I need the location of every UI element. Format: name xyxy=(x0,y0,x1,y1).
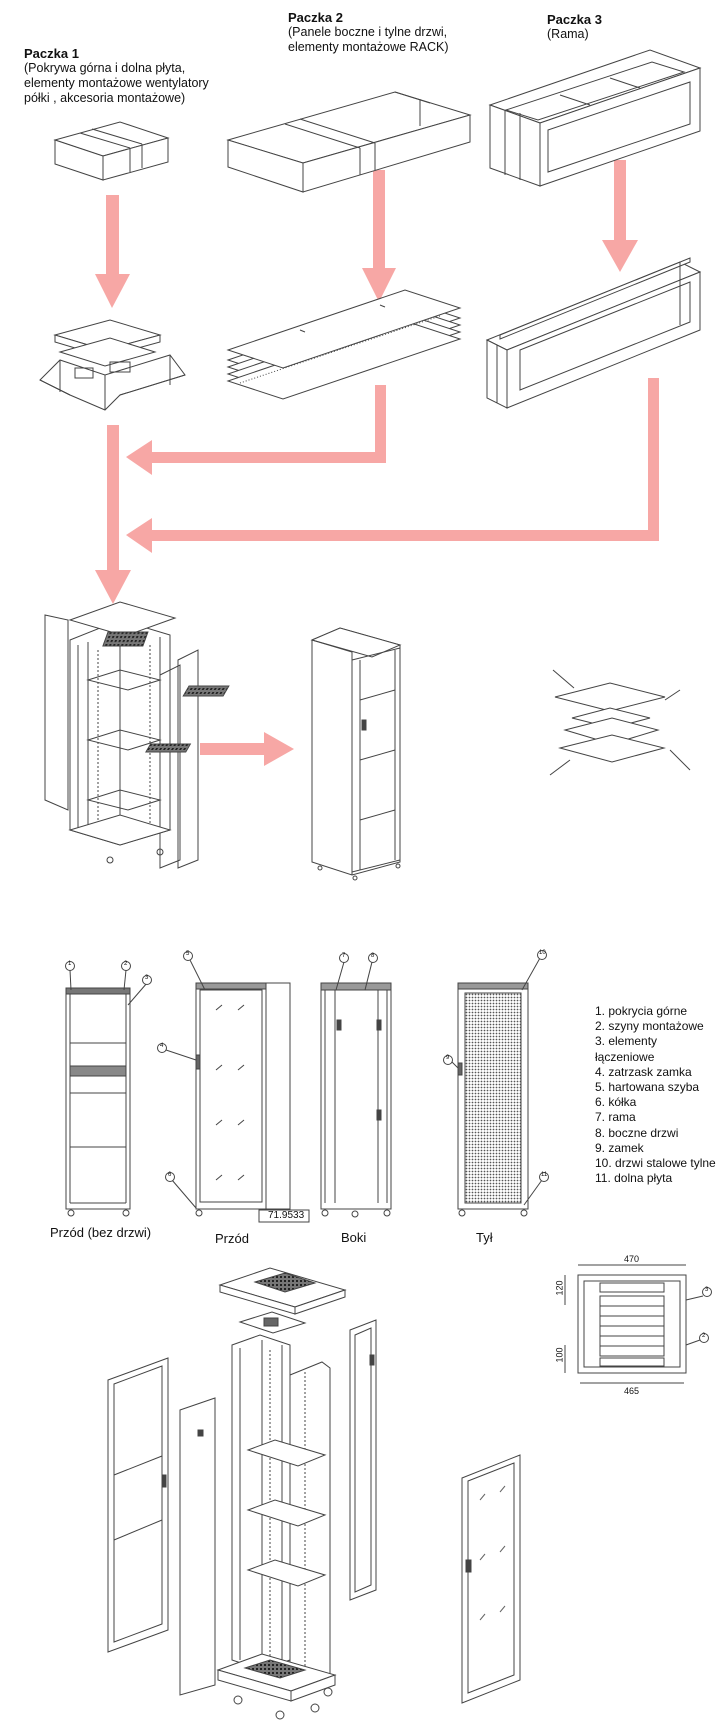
package3-desc-1: (Rama) xyxy=(547,27,589,41)
arrow-assembly-right xyxy=(200,743,266,755)
top-view-drawing xyxy=(564,1264,704,1384)
arrow-pkg1-down xyxy=(106,195,119,275)
package1-contents xyxy=(39,319,186,411)
package1-box xyxy=(53,121,170,181)
dim-depth-bottom: 100 xyxy=(554,1347,565,1363)
arrow-box-down xyxy=(107,425,119,572)
package2-desc-2: elementy montażowe RACK) xyxy=(288,40,449,54)
callout-8: 8 xyxy=(371,953,375,959)
package1-desc-1: (Pokrywa górna i dolna płyta, xyxy=(24,61,186,75)
parts-legend: 1. pokrycia górne 2. szyny montażowe 3. … xyxy=(595,1004,719,1186)
package2-label: Paczka 2 (Panele boczne i tylne drzwi, e… xyxy=(288,10,508,55)
dim-width-top: 470 xyxy=(624,1254,640,1264)
callout-7: 7 xyxy=(342,953,346,959)
package3-label: Paczka 3 (Rama) xyxy=(547,12,667,42)
arrow-pkg2-down xyxy=(373,170,385,270)
view-front xyxy=(165,959,310,1223)
package2-box xyxy=(226,91,472,193)
top-callout-2: 2 xyxy=(702,1333,706,1339)
dim-depth-top: 120 xyxy=(554,1280,565,1296)
arrow-pkg3-down xyxy=(614,160,626,242)
package1-label: Paczka 1 (Pokrywa górna i dolna płyta, e… xyxy=(24,46,244,106)
legend-item: 1. pokrycia górne xyxy=(595,1004,688,1018)
view-label-side: Boki xyxy=(341,1230,367,1245)
legend-item: 5. hartowana szyba xyxy=(595,1080,700,1095)
callout-11: 11 xyxy=(541,1172,548,1178)
view-front-no-door xyxy=(65,969,148,1217)
legend-item: 8. boczne drzwi xyxy=(595,1125,679,1140)
dim-width-bottom: 465 xyxy=(624,1386,640,1396)
legend-item: 4. zatrzask zamka xyxy=(595,1064,692,1079)
legend-item: 7. rama xyxy=(595,1110,636,1125)
package2-title: Paczka 2 xyxy=(288,10,343,25)
legend-item: 3. elementy łączeniowe xyxy=(595,1034,658,1064)
callout-9: 9 xyxy=(446,1055,450,1061)
callout-4: 4 xyxy=(160,1043,164,1049)
package3-box xyxy=(488,49,702,187)
arrow-pkg2-merge xyxy=(375,385,386,460)
view-label-front: Przód xyxy=(215,1231,249,1246)
legend-item: 9. zamek xyxy=(595,1140,644,1155)
package1-desc-3: półki , akcesoria montażowe) xyxy=(24,91,186,105)
package3-title: Paczka 3 xyxy=(547,12,602,27)
top-plate-detail xyxy=(145,669,691,776)
callout-circles xyxy=(65,950,712,1343)
package1-desc-2: elementy montażowe wentylatory xyxy=(24,76,209,90)
package2-desc-1: (Panele boczne i tylne drzwi, xyxy=(288,25,448,39)
callout-6: 6 xyxy=(168,1172,172,1178)
arrow-pkg3-merge xyxy=(648,378,659,536)
view-side xyxy=(320,961,392,1218)
front-measure: 71.9533 xyxy=(268,1210,305,1221)
legend-item: 10. drzwi stalowe tylne xyxy=(595,1156,716,1171)
view-rear xyxy=(451,957,543,1217)
glass-door xyxy=(461,1454,521,1704)
view-label-rear: Tył xyxy=(476,1230,493,1245)
callout-3: 3 xyxy=(145,975,149,981)
package1-title: Paczka 1 xyxy=(24,46,79,61)
legend-item: 2. szyny montażowe xyxy=(595,1019,704,1034)
view-label-front-no-door: Przód (bez drzwi) xyxy=(50,1225,152,1240)
cabinet-exploded xyxy=(107,1267,377,1720)
package2-contents xyxy=(226,289,462,400)
top-callout-3: 3 xyxy=(705,1287,709,1293)
callout-5: 5 xyxy=(186,951,190,957)
cabinet-assembly xyxy=(44,601,199,869)
package3-contents xyxy=(485,257,702,409)
flow-arrows xyxy=(95,160,659,766)
callout-2: 2 xyxy=(124,961,128,967)
callout-1: 1 xyxy=(68,961,72,967)
cabinet-assembled xyxy=(102,627,402,881)
callout-10: 10 xyxy=(539,950,546,956)
legend-item: 11. dolna płyta xyxy=(595,1171,673,1186)
legend-item: 6. kółka xyxy=(595,1095,637,1110)
